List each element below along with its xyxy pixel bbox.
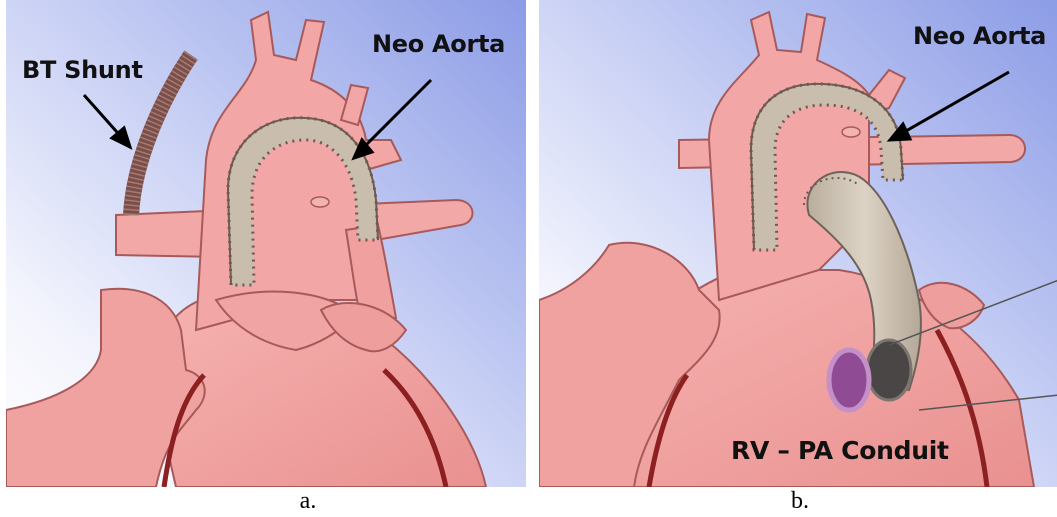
bt-shunt-label: BT Shunt xyxy=(22,56,143,84)
conduit-valve xyxy=(829,350,869,410)
valve-nub xyxy=(311,197,329,207)
conduit-opening xyxy=(867,340,911,400)
rv-pa-conduit-label: RV – PA Conduit xyxy=(731,436,949,465)
neo-aorta-label-a: Neo Aorta xyxy=(372,30,505,58)
illustration-panel-a: BT Shunt Neo Aorta xyxy=(6,0,526,487)
neo-aorta-label-b: Neo Aorta xyxy=(913,22,1046,50)
illustration-panel-b: Neo Aorta RV – PA Conduit xyxy=(539,0,1057,487)
valve-nub xyxy=(842,127,860,137)
caption-a: a. xyxy=(288,488,328,515)
caption-b: b. xyxy=(780,488,820,515)
norwood-sano-illustration xyxy=(539,0,1057,487)
